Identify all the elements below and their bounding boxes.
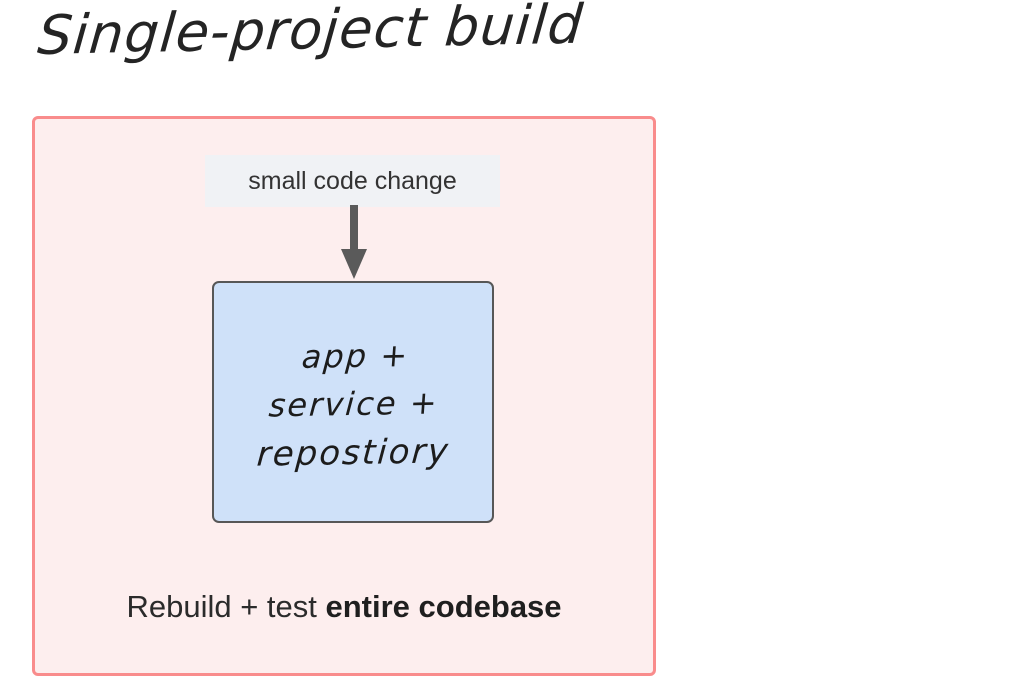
component-line-service: service +: [267, 383, 441, 425]
rebuild-caption-strong: entire codebase: [325, 589, 562, 624]
rebuild-caption: Rebuild + test entire codebase: [35, 591, 653, 622]
component-line-app: app +: [300, 336, 412, 376]
small-code-change-label: small code change: [248, 166, 457, 195]
arrow-down-icon: [339, 205, 369, 281]
single-project-container: small code change app + service + repost…: [32, 116, 656, 676]
page-title: Single-project build: [35, 0, 586, 67]
rebuild-caption-normal: Rebuild + test: [126, 589, 326, 624]
component-line-repository: repostiory: [255, 431, 451, 475]
monolith-component-box: app + service + repostiory: [212, 281, 494, 523]
small-code-change-chip: small code change: [205, 155, 500, 207]
